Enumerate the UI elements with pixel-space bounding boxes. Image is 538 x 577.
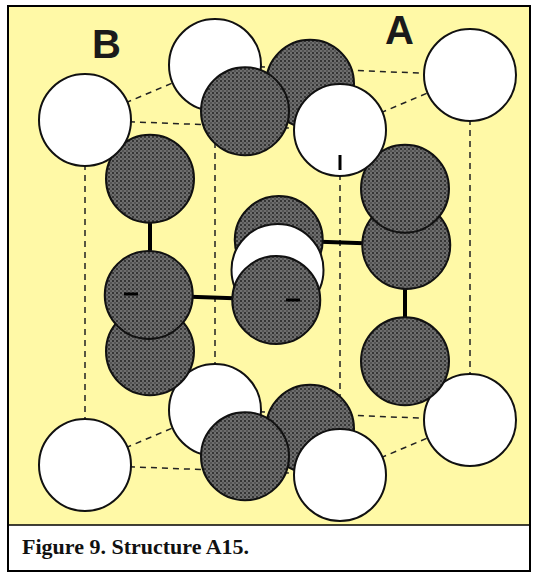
- panel-divider: [9, 524, 529, 526]
- a-atom: [201, 412, 289, 500]
- figure-caption: Figure 9. Structure A15.: [22, 534, 249, 560]
- cell-edge: [84, 120, 86, 465]
- a-atom: [361, 317, 449, 405]
- bond-stubs: [124, 155, 340, 300]
- atoms: [39, 19, 516, 521]
- b-atom: [39, 419, 131, 511]
- unit-cell-edges: [85, 65, 470, 475]
- yellow-panel: [9, 7, 529, 525]
- b-atom: [39, 74, 131, 166]
- a-atom: [232, 256, 320, 344]
- structure-label: A: [385, 10, 414, 50]
- structure-label: B: [92, 24, 121, 64]
- bond-stub: [339, 155, 342, 170]
- cell-edge: [469, 75, 471, 420]
- a-atom: [105, 251, 193, 339]
- b-atom: [424, 29, 516, 121]
- frame: [8, 6, 530, 571]
- bond-stub: [286, 299, 300, 302]
- b-atom: [294, 429, 386, 521]
- a-atom: [201, 67, 289, 155]
- b-atom: [294, 84, 386, 176]
- bond-stub: [124, 293, 138, 296]
